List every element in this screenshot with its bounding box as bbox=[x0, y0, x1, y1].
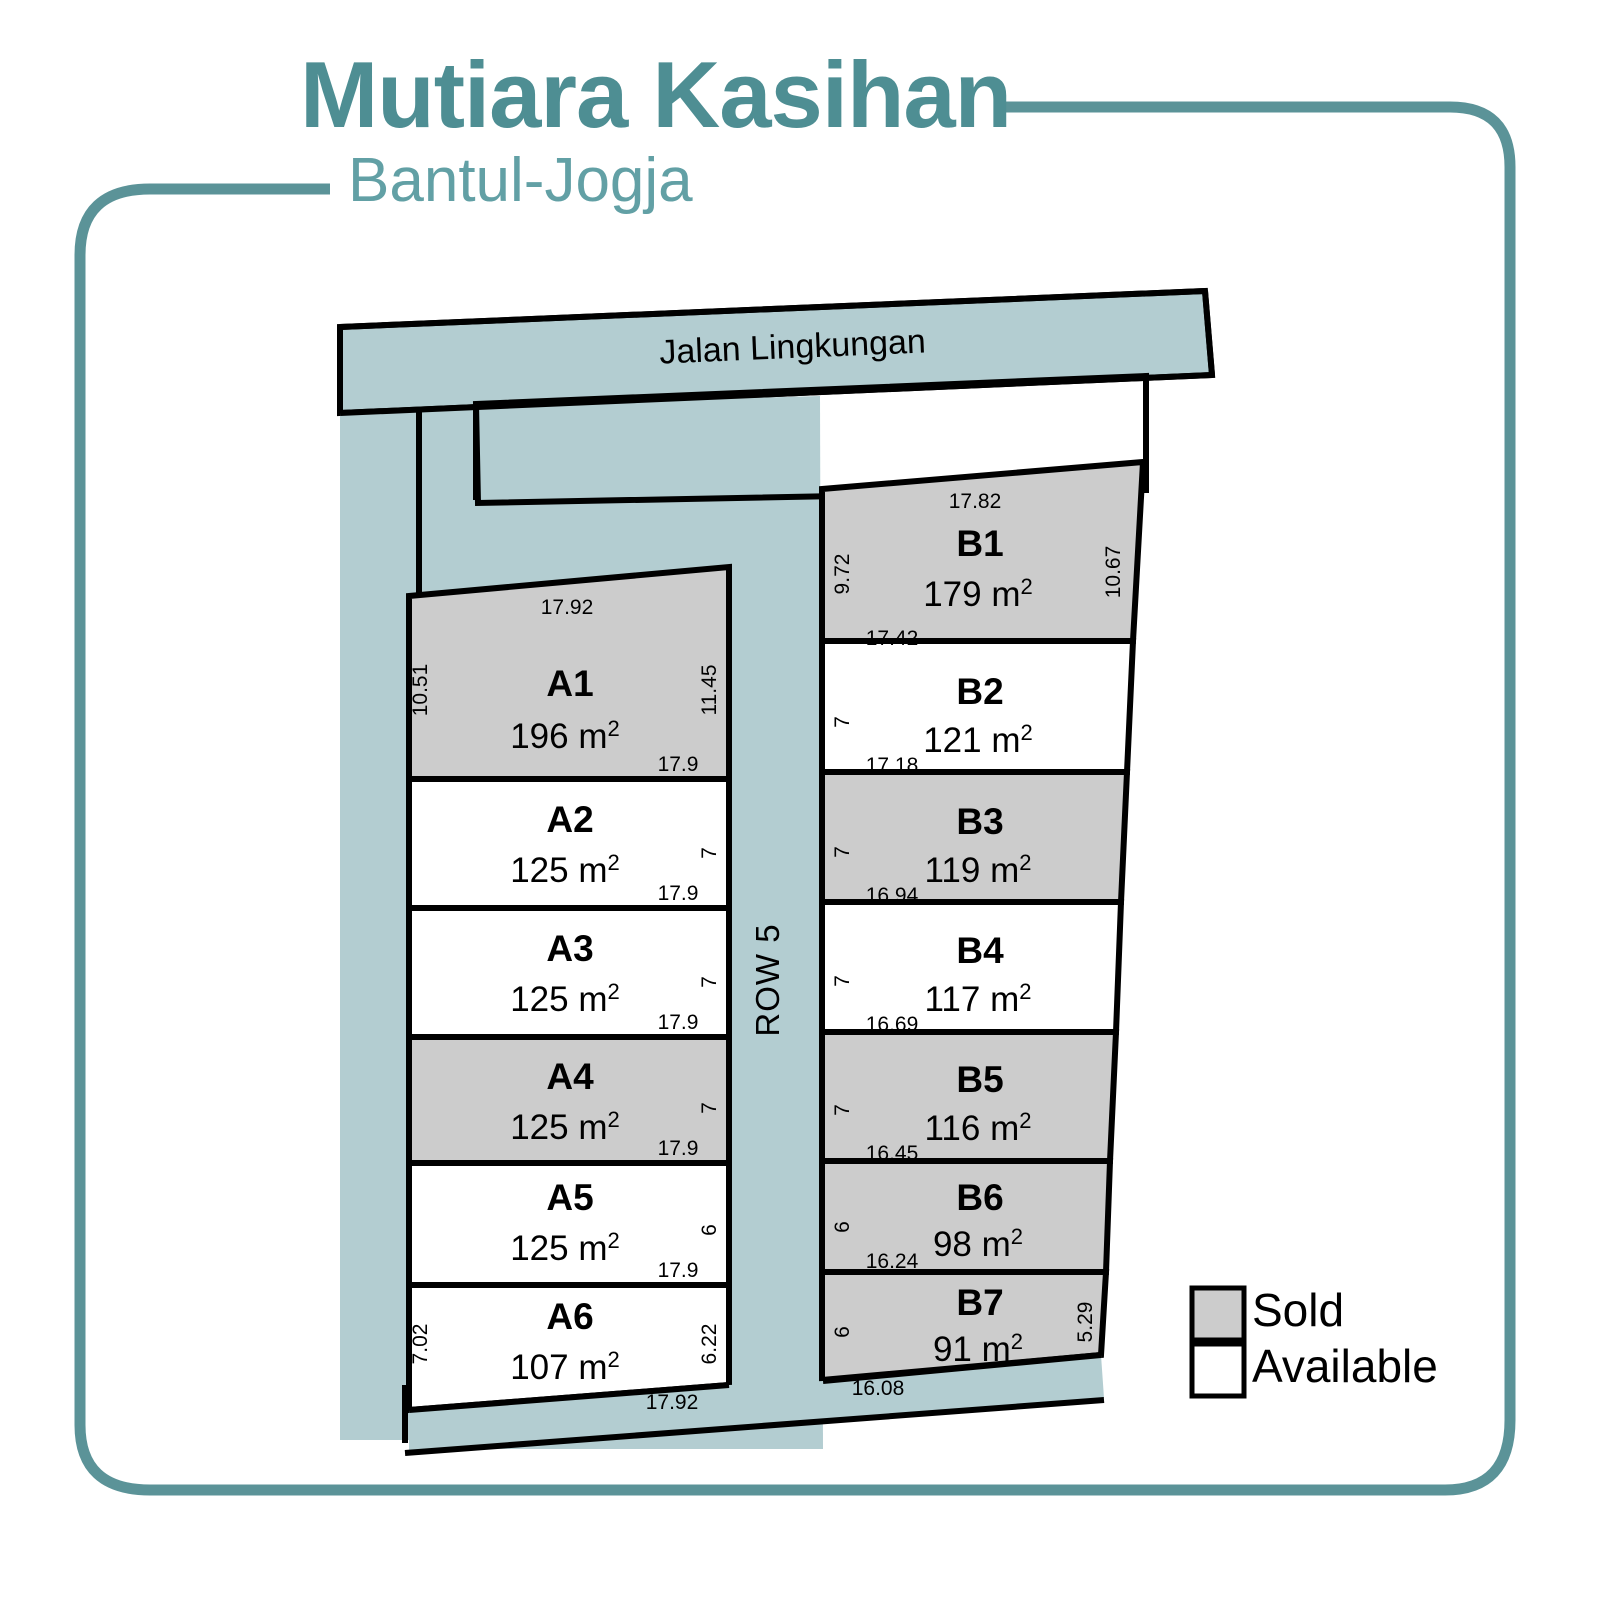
frame-left bbox=[74, 183, 330, 1496]
road-label-row-5: ROW 5 bbox=[749, 923, 786, 1036]
plot-A4-area: 125 m2 bbox=[510, 1107, 620, 1147]
frame-bottom-right bbox=[150, 1419, 1516, 1496]
legend-swatch-sold bbox=[1189, 1285, 1247, 1343]
plot-B2-area: 121 m2 bbox=[923, 720, 1033, 760]
plot-A6-area: 107 m2 bbox=[510, 1347, 620, 1387]
plot-A3-code: A3 bbox=[546, 928, 593, 969]
block-b bbox=[819, 458, 1147, 1384]
plot-A1-area: 196 m2 bbox=[510, 716, 620, 756]
road-bottom-outline bbox=[404, 1352, 1105, 1456]
plot-A5-code: A5 bbox=[546, 1177, 593, 1218]
plot-B4-code: B4 bbox=[956, 930, 1004, 971]
plot-B1-dim-bottom: 17.42 bbox=[866, 627, 919, 650]
plot-A2-area: 125 m2 bbox=[510, 850, 620, 890]
plot-B5-area: 116 m2 bbox=[925, 1108, 1032, 1148]
plot-A6-dim-left: 7.02 bbox=[409, 1324, 432, 1365]
plot-A6-dim-right: 6.22 bbox=[698, 1324, 721, 1365]
plot-A3-dim-right: 7 bbox=[698, 976, 721, 988]
block-a-labels: A1 196 m2 17.92 10.51 11.45 17.9 A2 125 … bbox=[409, 596, 721, 1414]
plot-A2-dim-bottom: 17.9 bbox=[658, 882, 699, 905]
plot-B5-dim-bottom: 16.45 bbox=[866, 1142, 919, 1165]
plot-A1-dim-bottom: 17.9 bbox=[658, 753, 699, 776]
plot-B6-dim-bottom: 16.24 bbox=[866, 1250, 919, 1273]
plot-B5-code: B5 bbox=[956, 1059, 1003, 1100]
block-b-labels: B1 179 m2 17.82 9.72 10.67 17.42 B2 121 … bbox=[831, 490, 1125, 1400]
plot-A1-dim-top: 17.92 bbox=[541, 596, 594, 619]
plot-A5-dim-bottom: 17.9 bbox=[658, 1259, 699, 1282]
plot-B3-dim-bottom: 16.94 bbox=[866, 884, 919, 907]
plot-B4-dim-bottom: 16.69 bbox=[866, 1013, 919, 1036]
plot-B6-area: 98 m2 bbox=[933, 1224, 1023, 1264]
frame-top-right bbox=[1005, 101, 1516, 1420]
plot-A1-code: A1 bbox=[546, 663, 593, 704]
plot-B1-code: B1 bbox=[956, 523, 1003, 564]
plot-B5-dim-left: 7 bbox=[831, 1104, 854, 1116]
plot-B7-area: 91 m2 bbox=[933, 1329, 1023, 1369]
road-bottom bbox=[409, 1355, 1104, 1452]
legend-swatch-available bbox=[1189, 1341, 1247, 1399]
plot-B7-dim-left: 6 bbox=[831, 1326, 854, 1338]
plot-B3-code: B3 bbox=[956, 801, 1003, 842]
plot-B4-dim-left: 7 bbox=[831, 975, 854, 987]
plot-B4-area: 117 m2 bbox=[925, 979, 1032, 1019]
plot-B6-dim-left: 6 bbox=[831, 1221, 854, 1233]
plot-A6-dim-bottom: 17.92 bbox=[646, 1391, 699, 1414]
plot-B6-code: B6 bbox=[956, 1177, 1003, 1218]
plot-B2-code: B2 bbox=[956, 671, 1003, 712]
plot-A5-area: 125 m2 bbox=[510, 1228, 620, 1268]
plot-B1-dim-right: 10.67 bbox=[1102, 546, 1125, 599]
legend-label-sold: Sold bbox=[1252, 1284, 1345, 1336]
plot-B7-dim-right: 5.29 bbox=[1074, 1302, 1097, 1343]
plot-A4-code: A4 bbox=[546, 1056, 594, 1097]
plot-A1-dim-right: 11.45 bbox=[698, 665, 721, 716]
plot-B7-code: B7 bbox=[956, 1282, 1003, 1323]
plot-B3-area: 119 m2 bbox=[925, 850, 1032, 890]
status-legend bbox=[1189, 1285, 1247, 1399]
block-a bbox=[406, 563, 732, 1414]
plot-A2-code: A2 bbox=[546, 799, 593, 840]
plot-B3-dim-left: 7 bbox=[831, 846, 854, 858]
legend-label-available: Available bbox=[1252, 1340, 1438, 1392]
plot-A3-area: 125 m2 bbox=[510, 979, 620, 1019]
plot-A3-dim-bottom: 17.9 bbox=[658, 1011, 699, 1034]
plot-B2-dim-left: 7 bbox=[831, 716, 854, 728]
plot-B7-dim-bottom: 16.08 bbox=[852, 1377, 905, 1400]
page-title: Mutiara Kasihan bbox=[300, 42, 1012, 147]
plot-A4-dim-bottom: 17.9 bbox=[658, 1137, 699, 1160]
plot-B1-dim-left: 9.72 bbox=[831, 554, 854, 595]
page-subtitle: Bantul-Jogja bbox=[348, 146, 693, 215]
plot-A2-dim-right: 7 bbox=[698, 847, 721, 859]
plot-B2-dim-bottom: 17.18 bbox=[866, 754, 919, 777]
plot-B1-dim-top: 17.82 bbox=[949, 490, 1002, 513]
plot-A1-dim-left: 10.51 bbox=[409, 664, 432, 717]
plot-A4-dim-right: 7 bbox=[698, 1102, 721, 1114]
plot-A6-code: A6 bbox=[546, 1296, 593, 1337]
plot-A5-dim-right: 6 bbox=[698, 1224, 721, 1236]
plot-B1-area: 179 m2 bbox=[923, 574, 1033, 614]
